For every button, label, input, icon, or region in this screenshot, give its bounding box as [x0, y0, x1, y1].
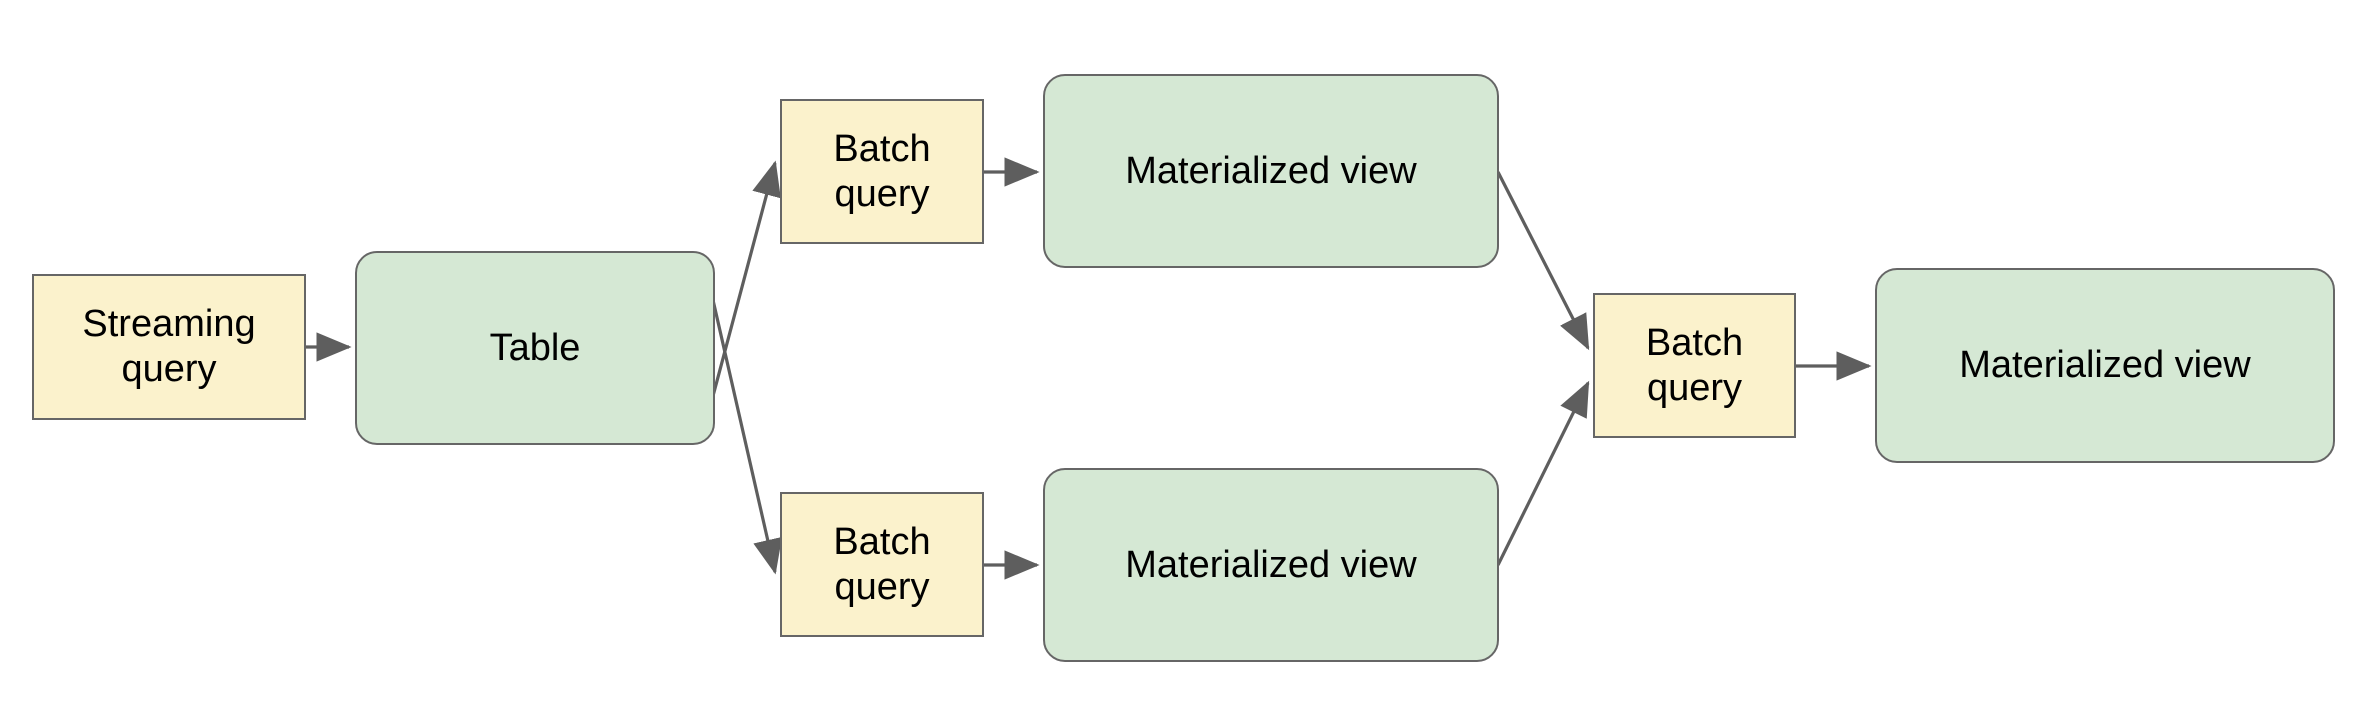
edge-mv-bottom-to-merge — [1496, 380, 1590, 566]
node-batch-query-merge-label: Batch query — [1645, 321, 1744, 409]
node-materialized-view-top-label: Materialized view — [1125, 149, 1417, 192]
node-materialized-view-final[interactable]: Materialized view — [1875, 268, 2335, 463]
node-batch-query-top[interactable]: Batch query — [780, 99, 984, 244]
node-materialized-view-final-label: Materialized view — [1959, 344, 2251, 387]
node-streaming-query-label: Streaming query — [82, 303, 256, 390]
node-table[interactable]: Table — [355, 251, 715, 445]
node-materialized-view-bottom[interactable]: Materialized view — [1043, 468, 1499, 662]
node-batch-query-bottom[interactable]: Batch query — [780, 492, 984, 637]
node-batch-query-bottom-label: Batch query — [833, 520, 931, 608]
node-table-label: Table — [489, 326, 581, 369]
edge-table-to-batch-top — [711, 160, 781, 397]
node-streaming-query[interactable]: Streaming query — [32, 274, 306, 420]
node-materialized-view-bottom-label: Materialized view — [1125, 543, 1417, 586]
edge-table-to-batch-bottom — [711, 299, 783, 575]
node-batch-query-merge[interactable]: Batch query — [1593, 293, 1796, 438]
node-batch-query-top-label: Batch query — [833, 127, 931, 215]
edge-mv-top-to-merge — [1496, 171, 1590, 351]
node-materialized-view-top[interactable]: Materialized view — [1043, 74, 1499, 268]
